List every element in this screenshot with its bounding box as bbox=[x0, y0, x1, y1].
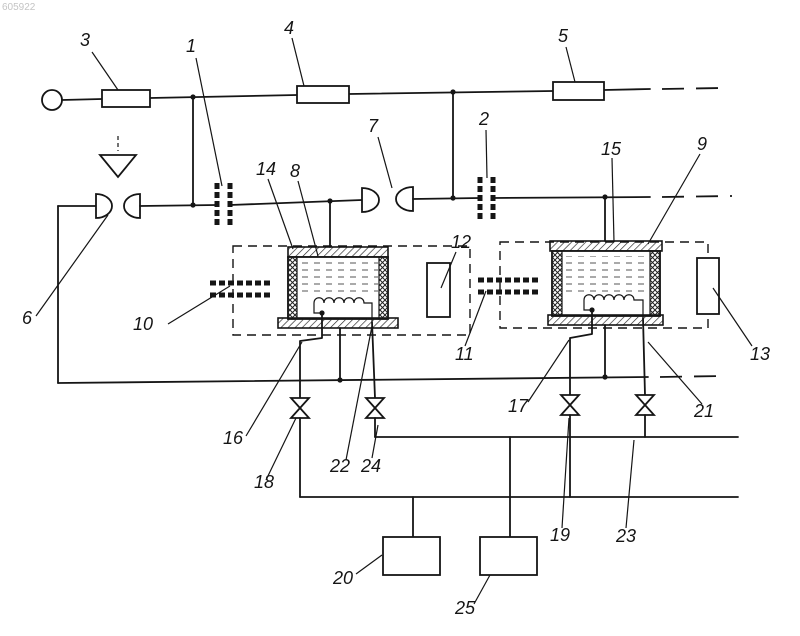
label-25: 25 bbox=[454, 598, 476, 618]
label-17: 17 bbox=[508, 396, 529, 416]
discharge-line bbox=[58, 136, 732, 247]
label-11: 11 bbox=[455, 344, 474, 364]
junction-dot bbox=[450, 89, 455, 94]
chamber-8-top-electrode bbox=[288, 247, 388, 257]
leader-21 bbox=[648, 342, 702, 404]
spark-gap-6-right-electrode bbox=[124, 194, 140, 218]
right-chamber-assembly bbox=[478, 241, 719, 328]
pipe-22 bbox=[372, 322, 375, 398]
valve-18-icon bbox=[291, 398, 309, 418]
wire-continuation bbox=[660, 376, 722, 377]
leader-7 bbox=[378, 137, 392, 188]
leader-11 bbox=[465, 291, 486, 346]
label-15: 15 bbox=[601, 139, 622, 159]
leader-3 bbox=[92, 52, 118, 90]
leader-25 bbox=[474, 575, 490, 604]
label-21: 21 bbox=[693, 401, 714, 421]
chamber-9-bottom-electrode bbox=[548, 315, 663, 325]
leader-17 bbox=[528, 340, 569, 402]
junction-dot bbox=[450, 195, 455, 200]
valve-24-icon bbox=[366, 398, 384, 418]
label-16: 16 bbox=[223, 428, 244, 448]
document-number: 605922 bbox=[2, 2, 36, 13]
valve-19-icon bbox=[561, 395, 579, 415]
resistor-12 bbox=[427, 263, 450, 317]
label-13: 13 bbox=[750, 344, 770, 364]
chamber-9-right-wall bbox=[650, 251, 660, 316]
label-1: 1 bbox=[186, 36, 196, 56]
label-22: 22 bbox=[329, 456, 350, 476]
wire bbox=[140, 205, 217, 206]
leader-13 bbox=[713, 288, 752, 346]
leader-10 bbox=[168, 286, 230, 324]
wire-continuation bbox=[662, 196, 732, 197]
leader-8 bbox=[298, 181, 318, 256]
label-10: 10 bbox=[133, 314, 153, 334]
leader-20 bbox=[356, 555, 382, 574]
resistor-13 bbox=[697, 258, 719, 314]
label-3: 3 bbox=[80, 30, 90, 50]
top-wire-continuation bbox=[662, 88, 722, 89]
label-23: 23 bbox=[615, 526, 636, 546]
unit-25-box bbox=[480, 537, 537, 575]
chamber-9-liquid bbox=[563, 256, 649, 292]
label-7: 7 bbox=[368, 116, 379, 136]
leader-22 bbox=[346, 326, 372, 460]
label-14: 14 bbox=[256, 159, 276, 179]
spark-gap-6-left-electrode bbox=[96, 194, 112, 218]
label-9: 9 bbox=[697, 134, 707, 154]
leader-18 bbox=[266, 418, 296, 480]
element-3-box bbox=[102, 90, 150, 107]
element-5-box bbox=[553, 82, 604, 100]
leader-6 bbox=[36, 215, 108, 316]
leader-14 bbox=[268, 179, 293, 249]
label-6: 6 bbox=[22, 308, 33, 328]
left-chamber-assembly bbox=[210, 246, 470, 335]
wire bbox=[230, 200, 362, 205]
leader-5 bbox=[566, 47, 575, 82]
chamber-8-liquid bbox=[298, 262, 378, 296]
label-2: 2 bbox=[478, 109, 489, 129]
unit-20-box bbox=[383, 537, 440, 575]
label-20: 20 bbox=[332, 568, 353, 588]
chamber-9-top-electrode bbox=[550, 241, 662, 251]
leader-9 bbox=[648, 154, 700, 244]
junction-dot bbox=[337, 377, 342, 382]
chamber-8-right-wall bbox=[379, 257, 388, 319]
junction-dot bbox=[602, 374, 607, 379]
leader-19 bbox=[562, 418, 569, 528]
pipe-21 bbox=[643, 318, 645, 395]
label-5: 5 bbox=[558, 26, 569, 46]
label-18: 18 bbox=[254, 472, 274, 492]
chamber-8-left-wall bbox=[288, 257, 297, 319]
chamber-9-left-wall bbox=[552, 251, 562, 316]
junction-dot bbox=[190, 94, 195, 99]
spark-gap-7-left-electrode bbox=[362, 188, 379, 212]
element-4-box bbox=[297, 86, 349, 103]
label-19: 19 bbox=[550, 525, 570, 545]
label-4: 4 bbox=[284, 18, 294, 38]
leader-2 bbox=[486, 130, 487, 178]
label-8: 8 bbox=[290, 161, 300, 181]
input-terminal bbox=[42, 90, 62, 110]
chamber-8-bottom-electrode bbox=[278, 318, 398, 328]
leader-1 bbox=[196, 58, 222, 186]
junction-dot bbox=[190, 202, 195, 207]
label-12: 12 bbox=[451, 232, 471, 252]
ground-triangle-icon bbox=[100, 155, 136, 177]
leader-4 bbox=[292, 38, 304, 86]
leader-23 bbox=[626, 440, 634, 528]
wire bbox=[413, 198, 480, 199]
valve-21-icon bbox=[636, 395, 654, 415]
piping bbox=[291, 310, 738, 575]
wire bbox=[58, 377, 648, 383]
label-24: 24 bbox=[360, 456, 381, 476]
leader-15 bbox=[612, 158, 614, 242]
wire bbox=[493, 197, 650, 198]
spark-gap-7-right-electrode bbox=[396, 187, 413, 211]
